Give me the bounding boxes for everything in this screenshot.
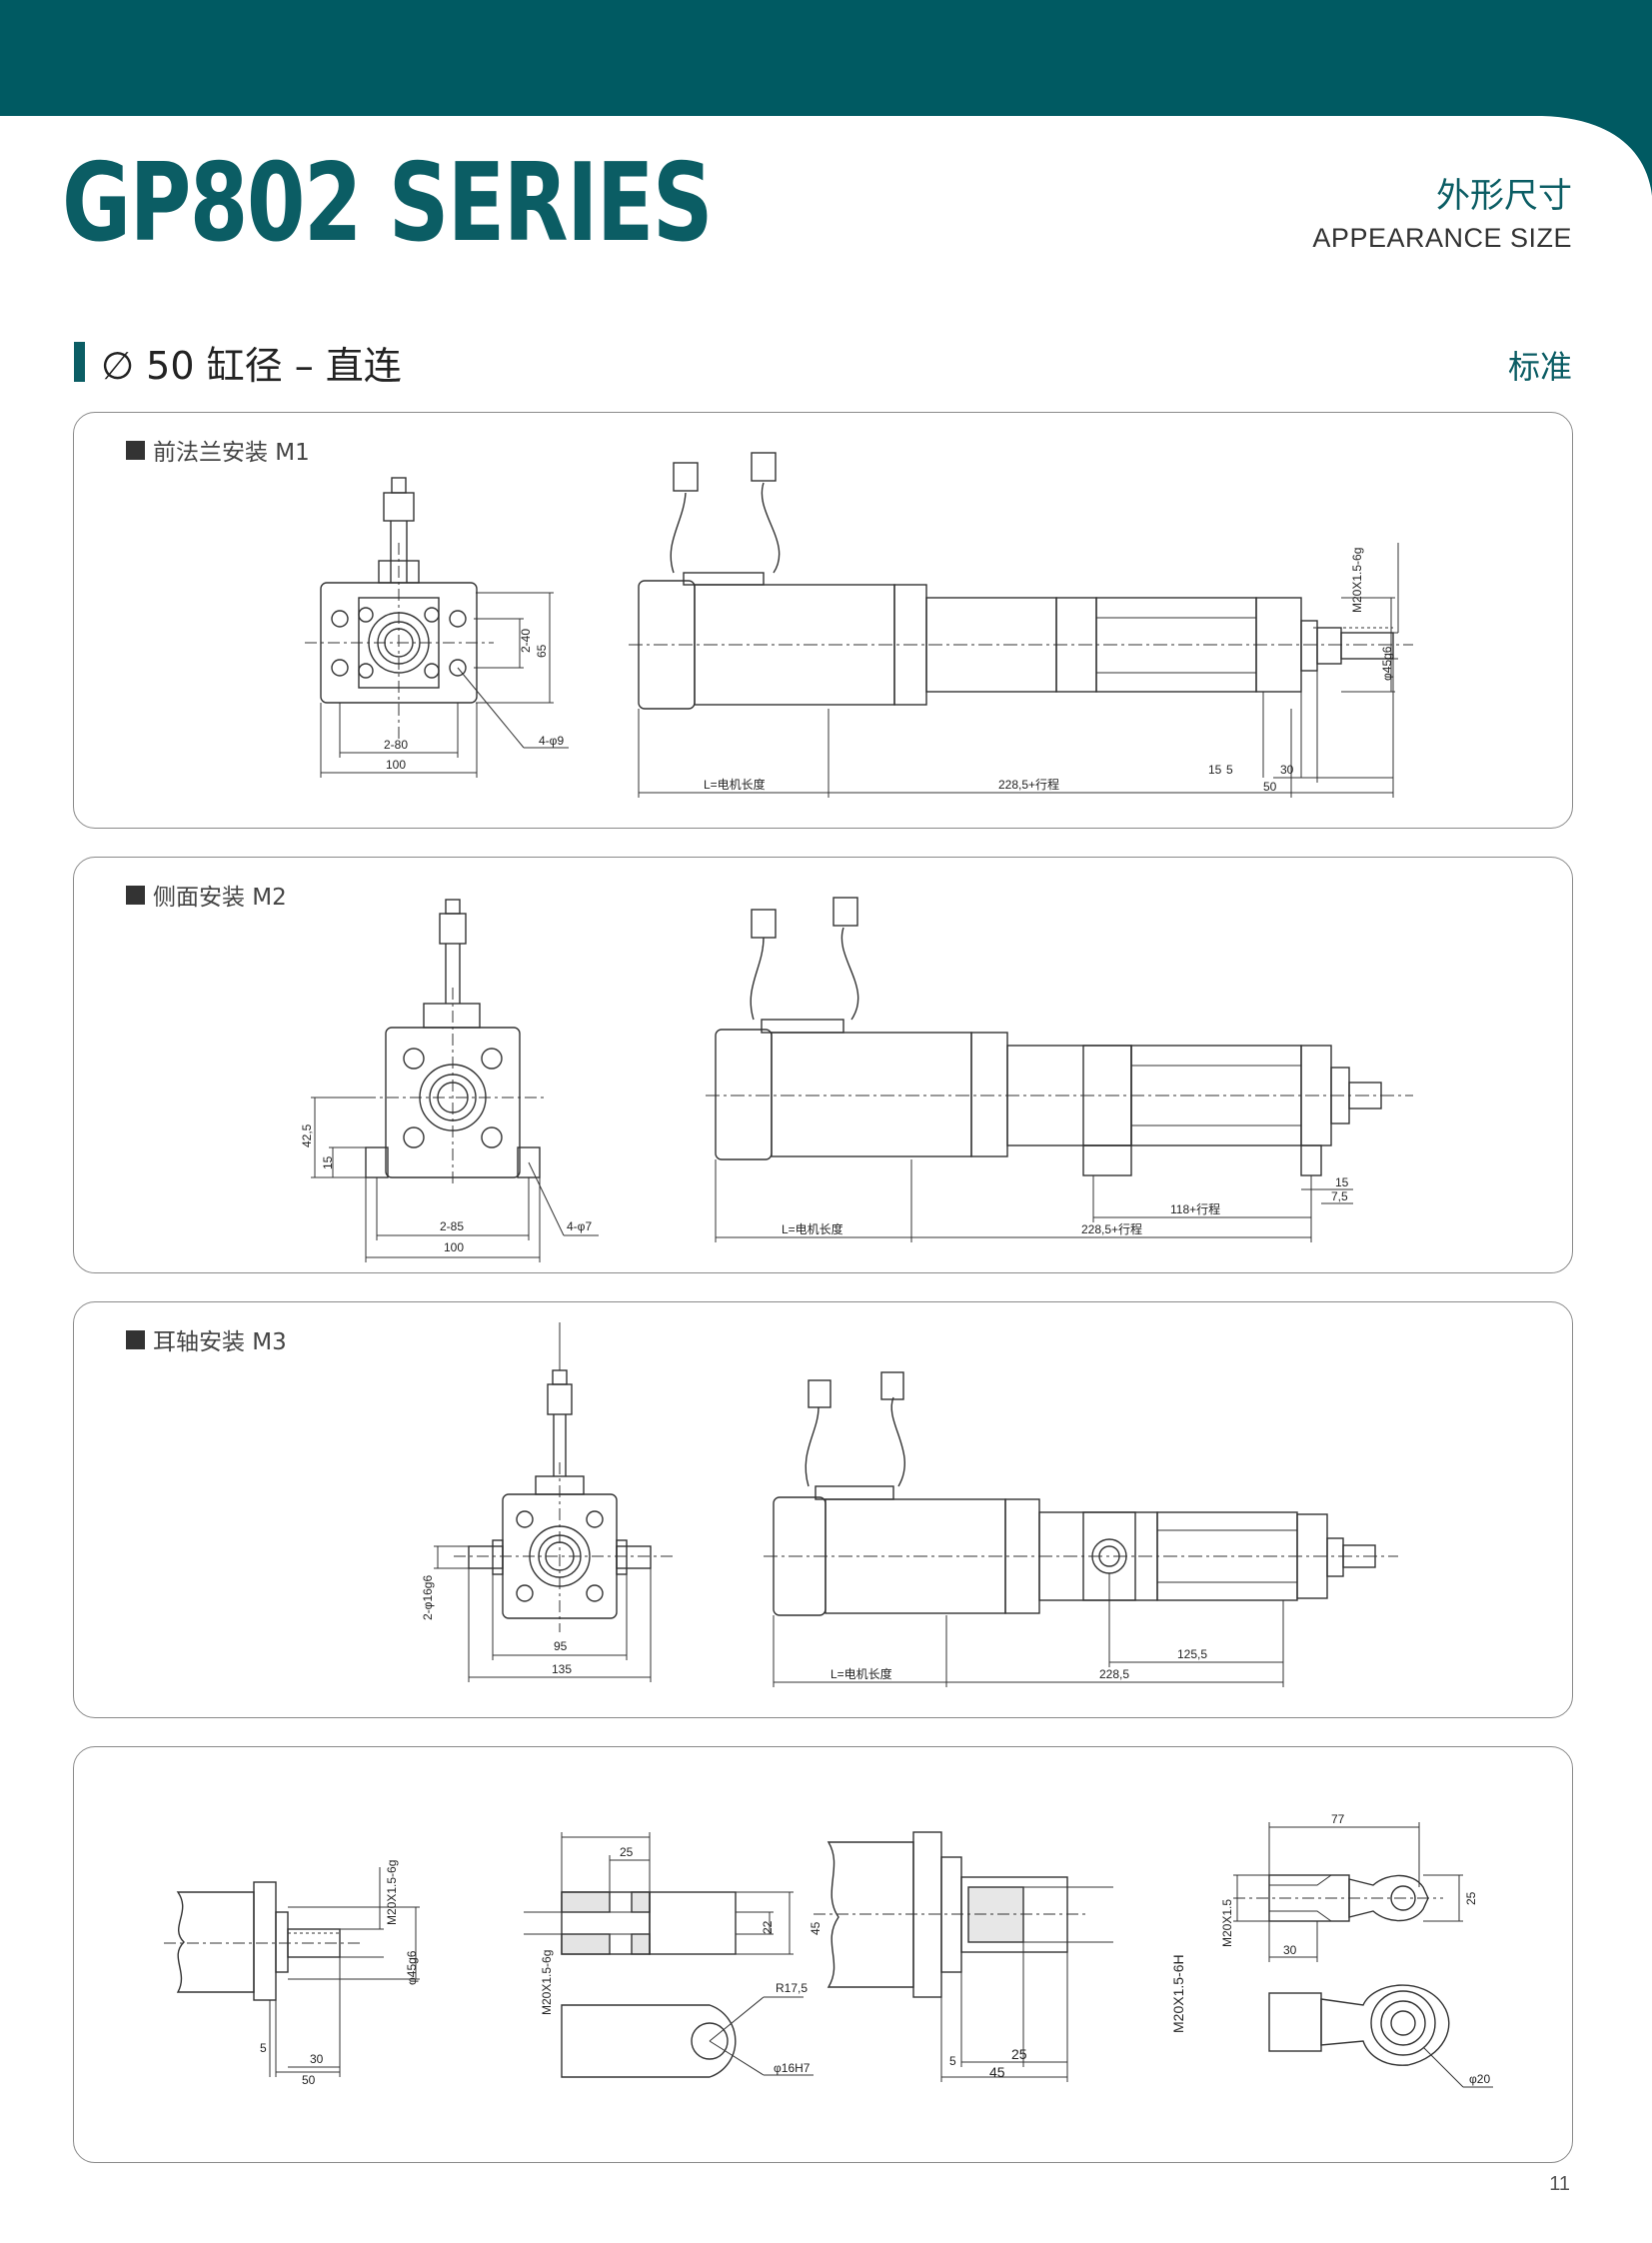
dim-label: 15 <box>1335 1175 1349 1189</box>
dim-label: R17,5 <box>776 1981 808 1995</box>
dim-label: 22 <box>761 1920 775 1934</box>
dim-label: 50 <box>302 2073 316 2087</box>
panel-m2: 侧面安装 M2 <box>73 857 1573 1273</box>
dim-label: 7,5 <box>1331 1189 1348 1203</box>
series-title: GP802 SERIES <box>62 141 714 266</box>
panel-m1: 前法兰安装 M1 <box>73 412 1573 829</box>
page-number: 11 <box>1549 2173 1570 2195</box>
dim-label: M20X1.5 <box>1220 1899 1234 1947</box>
dim-label: 25 <box>1011 2046 1027 2062</box>
dim-label: 30 <box>1280 763 1294 777</box>
drawing-m3: 2-φ16g6 95 135 L=电机长度 228,5 125,5 <box>421 1322 1398 1687</box>
dim-label: 2-40 <box>519 629 533 653</box>
section-heading: ∅ 50 缸径 – 直连 <box>74 340 402 388</box>
dim-label: 228,5+行程 <box>998 777 1059 792</box>
dim-label: φ45g6 <box>405 1950 419 1985</box>
dim-label: 30 <box>310 2052 324 2066</box>
dim-label: 42,5 <box>300 1123 314 1147</box>
dim-label: 2-80 <box>384 738 408 752</box>
drawing-m1: 2-40 65 2-80 100 4-φ9 L=电机长度 228,5+行程 15… <box>305 452 1413 798</box>
dim-label: M20X1.5-6g <box>540 1950 554 2015</box>
panel-label: 侧面安装 M2 <box>126 878 287 912</box>
dim-label: 25 <box>620 1845 634 1859</box>
dim-label: 95 <box>554 1639 568 1653</box>
panel-rod-ends: M20X1.5-6g φ45g6 5 30 50 25 22 45 M20X1.… <box>73 1746 1573 2163</box>
header-right: 外形尺寸 APPEARANCE SIZE <box>1312 176 1572 254</box>
dim-label: 228,5 <box>1099 1667 1129 1681</box>
dim-label: 30 <box>1283 1943 1297 1957</box>
dim-label: 45 <box>989 2064 1005 2080</box>
dim-label: 100 <box>444 1240 464 1254</box>
dim-label: φ45g6 <box>1380 646 1394 681</box>
panel-m3: 耳轴安装 M3 <box>73 1301 1573 1718</box>
dim-label: 118+行程 <box>1170 1201 1220 1216</box>
dim-label: 5 <box>260 2041 267 2055</box>
bullet-square-icon <box>126 1329 145 1349</box>
appearance-size-cn: 外形尺寸 <box>1436 176 1572 216</box>
dim-label: 125,5 <box>1177 1647 1207 1661</box>
dim-label: L=电机长度 <box>830 1666 892 1681</box>
dim-label: L=电机长度 <box>704 777 766 792</box>
dim-label: 228,5+行程 <box>1081 1221 1142 1236</box>
appearance-size-en: APPEARANCE SIZE <box>1312 223 1572 254</box>
dim-label: 4-φ7 <box>567 1219 592 1233</box>
dim-label: φ20 <box>1469 2072 1490 2086</box>
dim-label: 15 <box>321 1155 335 1169</box>
dim-label: M20X1.5-6g <box>1350 548 1364 613</box>
dim-label: φ16H7 <box>774 2061 811 2075</box>
dim-label: 2-85 <box>440 1219 464 1233</box>
dim-label: 65 <box>535 644 549 658</box>
drawing-rod-ends: M20X1.5-6g φ45g6 5 30 50 25 22 45 M20X1.… <box>164 1812 1493 2088</box>
dim-label: L=电机长度 <box>782 1221 843 1236</box>
dim-label: 50 <box>1263 780 1277 794</box>
dim-label: 4-φ9 <box>539 734 564 748</box>
panel-label: 耳轴安装 M3 <box>126 1322 287 1356</box>
dim-label: 25 <box>1464 1891 1478 1905</box>
dim-label: 135 <box>552 1662 572 1676</box>
dim-label: 45 <box>809 1921 823 1935</box>
header-curve <box>1542 116 1652 196</box>
section-title: ∅ 50 缸径 – 直连 <box>101 343 402 388</box>
section-bar <box>74 342 85 382</box>
bullet-square-icon <box>126 885 145 905</box>
bullet-square-icon <box>126 440 145 460</box>
dim-label: M20X1.5-6H <box>1170 1954 1186 2033</box>
dim-label: 2-φ16g6 <box>421 1575 435 1620</box>
drawing-m2: 42,5 15 2-85 100 4-φ7 L=电机长度 228,5+行程 11… <box>300 897 1413 1262</box>
header-band <box>0 0 1652 116</box>
dim-label: 5 <box>949 2054 956 2068</box>
section-tag-standard: 标准 <box>1507 348 1572 386</box>
dim-label: 15 <box>1208 763 1222 777</box>
dim-label: M20X1.5-6g <box>385 1860 399 1925</box>
dim-label: 77 <box>1331 1812 1345 1826</box>
panel-label: 前法兰安装 M1 <box>126 433 310 467</box>
dim-label: 5 <box>1226 763 1233 777</box>
dim-label: 100 <box>386 758 406 772</box>
